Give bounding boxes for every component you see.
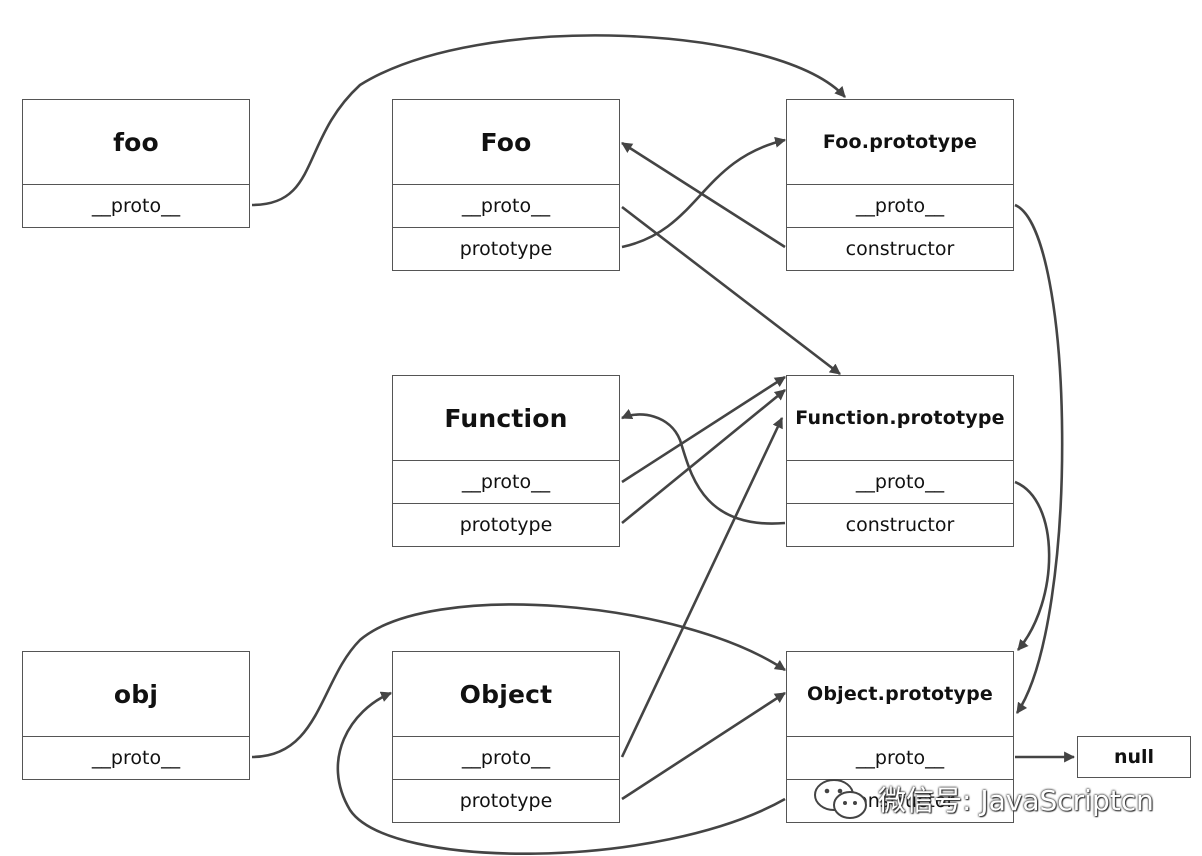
box-foo-prototype-constructor: constructor	[787, 227, 1013, 270]
box-foo-proto: __proto__	[23, 184, 249, 227]
box-Foo: Foo __proto__ prototype	[392, 99, 620, 271]
arrow-function-proto-to-function-prototype	[621, 375, 786, 484]
box-obj-proto: __proto__	[23, 736, 249, 779]
box-Function-prototype: prototype	[393, 503, 619, 546]
box-Foo-prototype: prototype	[393, 227, 619, 270]
arrow-function-prototype-to-function-prototype	[621, 388, 786, 525]
arrow-foo-proto-to-foo-prototype	[251, 34, 846, 207]
box-null: null	[1077, 736, 1191, 778]
arrow-foo-prototype-proto-to-object-prototype	[1014, 203, 1064, 714]
box-foo-prototype: Foo.prototype __proto__ constructor	[786, 99, 1014, 271]
box-function-prototype-constructor: constructor	[787, 503, 1013, 546]
wechat-icon	[814, 779, 867, 819]
box-Object: Object __proto__ prototype	[392, 651, 620, 823]
arrow-foo-prototype-constructor-to-Foo	[621, 141, 786, 249]
box-Function-title: Function	[444, 403, 568, 433]
box-Function: Function __proto__ prototype	[392, 375, 620, 547]
box-foo-title: foo	[113, 127, 159, 157]
box-object-prototype-proto: __proto__	[787, 736, 1013, 779]
box-obj: obj __proto__	[22, 651, 250, 780]
box-foo: foo __proto__	[22, 99, 250, 228]
box-foo-prototype-proto: __proto__	[787, 184, 1013, 227]
box-object-prototype-constructor: constructor	[787, 779, 1013, 822]
box-function-prototype-title: Function.prototype	[795, 407, 1005, 429]
box-function-prototype: Function.prototype __proto__ constructor	[786, 375, 1014, 547]
box-Object-title: Object	[459, 679, 553, 709]
box-Function-proto: __proto__	[393, 460, 619, 503]
box-Object-proto: __proto__	[393, 736, 619, 779]
arrow-Foo-proto-to-function-prototype	[621, 205, 841, 376]
box-object-prototype-title: Object.prototype	[806, 683, 994, 705]
watermark-text: 微信号: JavaScriptcn	[878, 784, 1154, 817]
watermark: 微信号: JavaScriptcn	[812, 775, 1154, 823]
box-Foo-title: Foo	[480, 127, 532, 157]
box-Object-prototype: prototype	[393, 779, 619, 822]
arrow-object-proto-to-function-prototype	[620, 417, 784, 758]
arrow-object-prototype-constructor-to-Object	[336, 691, 786, 856]
arrow-obj-proto-to-object-prototype	[251, 603, 786, 759]
arrow-function-prototype-proto-to-object-prototype	[1014, 480, 1051, 651]
arrow-object-prototype-to-object-prototype	[621, 691, 786, 801]
box-function-prototype-proto: __proto__	[787, 460, 1013, 503]
box-obj-title: obj	[113, 679, 159, 709]
box-Foo-proto: __proto__	[393, 184, 619, 227]
box-foo-prototype-title: Foo.prototype	[822, 131, 978, 153]
